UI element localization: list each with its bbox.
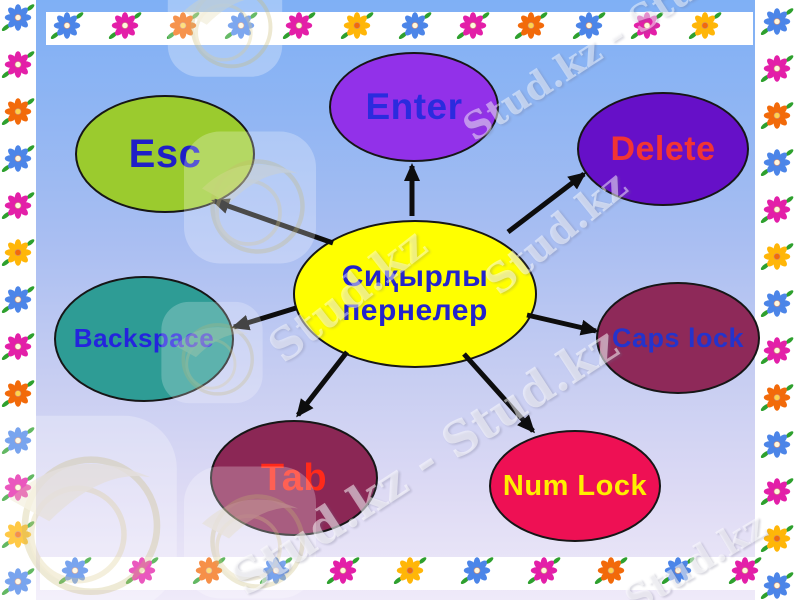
border-flower-magenta (1, 49, 35, 86)
border-flower-blue (661, 555, 695, 592)
node-label-enter: Enter (365, 86, 463, 128)
border-strip-bottom (40, 557, 755, 590)
border-flower-magenta (760, 53, 794, 90)
border-flower-orange (1, 378, 35, 415)
border-flower-yellow (1, 237, 35, 274)
border-flower-magenta (282, 10, 316, 47)
border-flower-yellow (760, 241, 794, 278)
border-flower-magenta (1, 190, 35, 227)
border-flower-yellow (760, 523, 794, 560)
border-flower-yellow (1, 519, 35, 556)
border-flower-blue (1, 566, 35, 600)
border-flower-blue (398, 10, 432, 47)
border-flower-orange (760, 382, 794, 419)
border-flower-magenta (760, 194, 794, 231)
border-flower-orange (760, 100, 794, 137)
node-backspace: Backspace (54, 276, 234, 402)
border-flower-magenta (456, 10, 490, 47)
border-flower-magenta (527, 555, 561, 592)
border-flower-blue (1, 143, 35, 180)
border-flower-blue (760, 6, 794, 43)
border-flower-magenta (728, 555, 762, 592)
border-flower-magenta (1, 331, 35, 368)
node-tab: Tab (210, 420, 378, 536)
border-flower-magenta (1, 472, 35, 509)
border-flower-blue (1, 425, 35, 462)
node-label-numlock: Num Lock (502, 469, 648, 502)
node-label-esc: Esc (128, 131, 202, 176)
node-numlock: Num Lock (489, 430, 661, 542)
border-flower-blue (460, 555, 494, 592)
node-label-backspace: Backspace (73, 323, 215, 354)
node-enter: Enter (329, 52, 499, 162)
border-flower-blue (760, 288, 794, 325)
arrow-center-to-backspace (231, 305, 297, 331)
border-flower-blue (760, 429, 794, 466)
border-flower-blue (1, 2, 35, 39)
border-flower-blue (760, 570, 794, 600)
node-label-tab: Tab (260, 456, 328, 499)
node-capslock: Caps lock (596, 282, 760, 394)
arrow-center-to-capslock (526, 312, 599, 336)
node-esc: Esc (75, 95, 255, 213)
node-label-center: Сиқырлы пернелер (341, 260, 489, 327)
border-flower-magenta (760, 476, 794, 513)
border-flower-orange (166, 10, 200, 47)
border-flower-magenta (125, 555, 159, 592)
border-flower-magenta (630, 10, 664, 47)
border-flower-blue (760, 147, 794, 184)
arrow-center-to-numlock (462, 352, 536, 434)
border-flower-yellow (688, 10, 722, 47)
border-strip-top (46, 12, 753, 45)
border-flower-blue (259, 555, 293, 592)
node-center: Сиқырлы пернелер (293, 220, 537, 368)
border-flower-blue (224, 10, 258, 47)
border-flower-orange (514, 10, 548, 47)
border-flower-blue (58, 555, 92, 592)
arrow-center-to-tab (296, 350, 349, 418)
border-flower-magenta (326, 555, 360, 592)
node-label-delete: Delete (610, 129, 716, 168)
node-label-capslock: Caps lock (611, 322, 745, 353)
border-flower-blue (1, 284, 35, 321)
border-flower-magenta (108, 10, 142, 47)
border-flower-yellow (393, 555, 427, 592)
border-flower-magenta (760, 335, 794, 372)
border-flower-orange (594, 555, 628, 592)
node-delete: Delete (577, 92, 749, 206)
arrow-center-to-esc (211, 198, 334, 246)
border-flower-yellow (340, 10, 374, 47)
border-flower-blue (50, 10, 84, 47)
arrow-center-to-delete (506, 172, 587, 234)
border-flower-orange (1, 96, 35, 133)
border-flower-orange (192, 555, 226, 592)
border-flower-blue (572, 10, 606, 47)
